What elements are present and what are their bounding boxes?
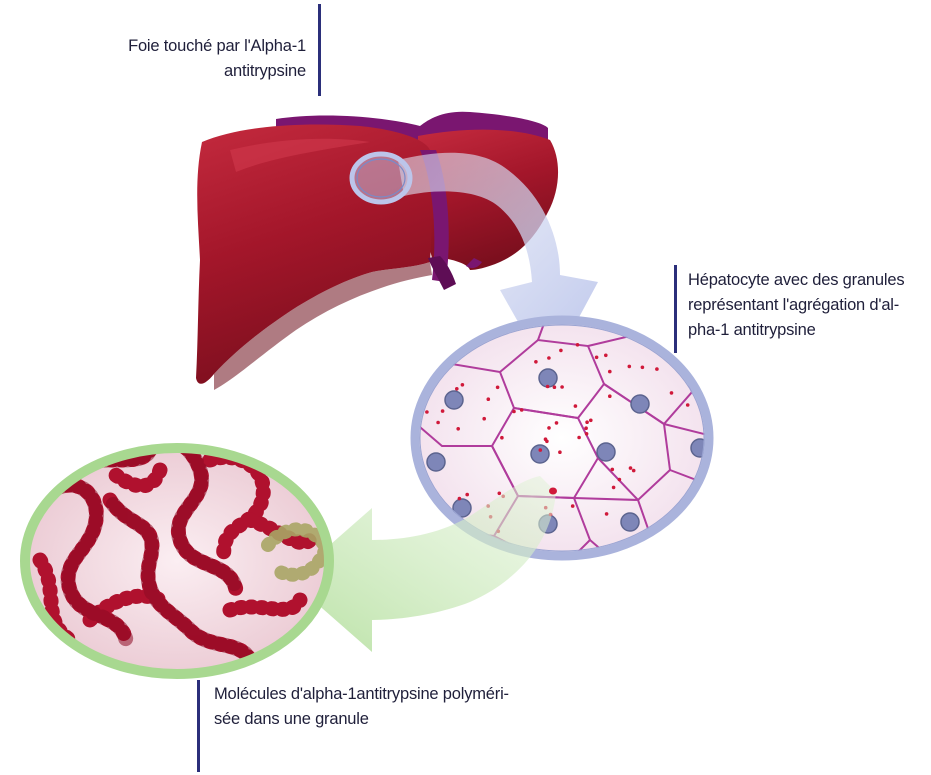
- granule-dot: [612, 486, 616, 490]
- nucleus-2: [539, 369, 557, 387]
- granule-dot: [544, 437, 548, 441]
- granule-dot: [458, 497, 462, 501]
- granule-dot: [584, 426, 588, 430]
- granule-dot: [585, 420, 589, 424]
- granule-dot: [496, 386, 500, 390]
- granule-dot: [547, 426, 551, 430]
- nucleus-5: [531, 445, 549, 463]
- granule-dot: [534, 360, 538, 364]
- granule-dot: [547, 356, 551, 360]
- granule-dot: [436, 421, 440, 425]
- granule-dot: [546, 385, 550, 389]
- granule-dot: [577, 436, 581, 440]
- granule-dot: [555, 421, 559, 425]
- granule-dot: [482, 417, 486, 421]
- nucleus-4: [427, 453, 445, 471]
- granule-dot: [456, 427, 460, 431]
- granule-dot: [628, 365, 632, 369]
- molecules-label: Molécules d'alpha-1antitrypsine polyméri…: [214, 682, 509, 732]
- granule-dot: [629, 466, 633, 470]
- granule-dot: [670, 391, 674, 395]
- granule-dot: [571, 504, 575, 508]
- granule-dot: [611, 468, 615, 472]
- granule-dot: [589, 419, 593, 423]
- liver-zoom-circle: [352, 154, 410, 202]
- granule-dot: [558, 450, 562, 454]
- granule-dot: [632, 469, 636, 473]
- liver-label-line-2: antitrypsine: [128, 59, 306, 84]
- granule-dot: [595, 356, 599, 360]
- granule-dot: [465, 493, 469, 497]
- molecules-label-bar: [197, 680, 200, 772]
- granule-dot: [559, 349, 563, 353]
- nucleus-3: [631, 395, 649, 413]
- granule-dot: [604, 354, 608, 358]
- molecules-label-line-2: sée dans une granule: [214, 707, 509, 732]
- granule-dot: [641, 366, 645, 370]
- molecules-view: [25, 440, 329, 674]
- granule-dot: [576, 343, 580, 347]
- hepatocyte-label: Hépatocyte avec des granules représentan…: [688, 268, 904, 343]
- granule-dot: [560, 385, 564, 389]
- granule-dot: [686, 403, 690, 407]
- granule-dot: [512, 410, 516, 414]
- hepatocyte-label-bar: [674, 265, 677, 353]
- nucleus-6: [597, 443, 615, 461]
- granule-dot: [498, 492, 502, 496]
- granule-dot: [608, 370, 612, 374]
- liver-label-line-1: Foie touché par l'Alpha-1: [128, 34, 306, 59]
- granule-dot: [425, 410, 429, 414]
- hepatocyte-label-line-2: représentant l'agrégation d'al-: [688, 293, 904, 318]
- molecules-label-line-1: Molécules d'alpha-1antitrypsine polyméri…: [214, 682, 509, 707]
- hepatocyte-label-line-1: Hépatocyte avec des granules: [688, 268, 904, 293]
- granule-dot: [539, 448, 543, 452]
- granule-dot: [618, 478, 622, 482]
- granule-dot: [605, 512, 609, 516]
- granule-dot: [585, 432, 589, 436]
- nucleus-1: [445, 391, 463, 409]
- liver-label-bar: [318, 4, 321, 96]
- granule-dot: [500, 436, 504, 440]
- granule-dot: [441, 409, 445, 413]
- granule-dot: [520, 408, 524, 412]
- granule-dot: [461, 383, 465, 387]
- hepatocyte-label-line-3: pha-1 antitrypsine: [688, 318, 904, 343]
- liver-label: Foie touché par l'Alpha-1 antitrypsine: [128, 34, 306, 84]
- granule-dot: [608, 394, 612, 398]
- granule-dot: [574, 404, 578, 408]
- nucleus-9: [621, 513, 639, 531]
- granule-dot: [553, 385, 557, 389]
- granule-dot: [655, 367, 659, 371]
- granule-dot: [455, 387, 459, 391]
- granule-dot: [487, 397, 491, 401]
